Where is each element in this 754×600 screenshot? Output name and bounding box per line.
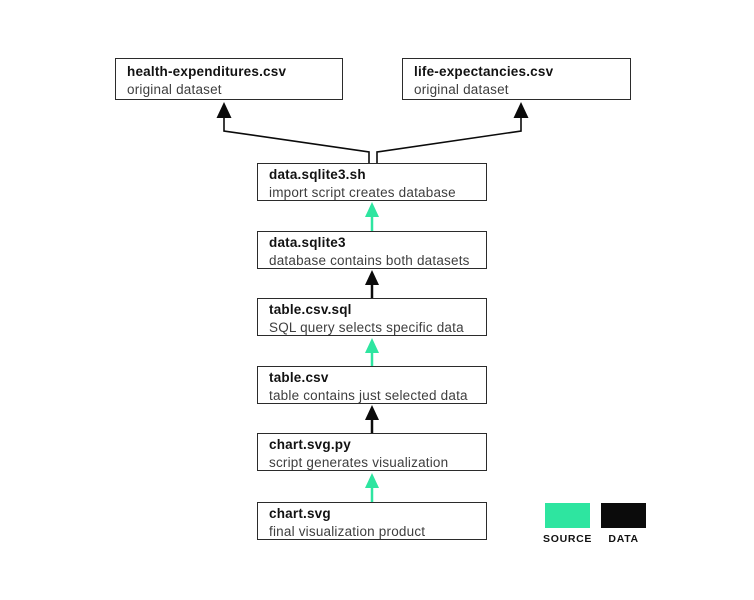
arrow-sqlitesh-to-life: [376, 102, 529, 163]
node-subtitle: table contains just selected data: [269, 388, 468, 403]
node-subtitle: script generates visualization: [269, 455, 449, 470]
arrow-sqlitesh-to-health: [216, 102, 370, 163]
node-subtitle: original dataset: [414, 82, 509, 97]
legend-label-data: DATA: [608, 533, 639, 545]
node-chart-svg-py: chart.svg.py script generates visualizat…: [257, 433, 487, 471]
node-subtitle: database contains both datasets: [269, 253, 470, 268]
node-title: data.sqlite3.sh: [269, 167, 366, 182]
arrow-sqlite-to-sqlitesh: [365, 202, 379, 231]
legend-item-source: SOURCE: [543, 503, 592, 545]
arrow-tablesql-to-sqlite: [365, 270, 379, 298]
node-title: data.sqlite3: [269, 235, 346, 250]
legend-label-source: SOURCE: [543, 533, 593, 545]
node-title: chart.svg: [269, 506, 331, 521]
legend-item-data: DATA: [601, 503, 647, 545]
node-title: health-expenditures.csv: [127, 64, 287, 79]
node-data-sqlite3: data.sqlite3 database contains both data…: [257, 231, 487, 269]
node-health-expenditures-csv: health-expenditures.csv original dataset: [115, 58, 343, 100]
arrow-chartpy-to-tablecsv: [365, 405, 379, 433]
node-title: life-expectancies.csv: [414, 64, 554, 79]
arrow-chartsvg-to-chartpy: [365, 473, 379, 502]
node-subtitle: final visualization product: [269, 524, 426, 539]
node-title: table.csv: [269, 370, 329, 385]
node-subtitle: SQL query selects specific data: [269, 320, 464, 335]
node-table-csv-sql: table.csv.sql SQL query selects specific…: [257, 298, 487, 336]
node-life-expectancies-csv: life-expectancies.csv original dataset: [402, 58, 631, 100]
data-color-swatch: [601, 503, 647, 528]
node-table-csv: table.csv table contains just selected d…: [257, 366, 487, 404]
arrow-tablecsv-to-tablesql: [365, 338, 379, 366]
source-color-swatch: [545, 503, 591, 528]
node-chart-svg: chart.svg final visualization product: [257, 502, 487, 540]
node-subtitle: original dataset: [127, 82, 222, 97]
node-title: chart.svg.py: [269, 437, 351, 452]
node-data-sqlite3-sh: data.sqlite3.sh import script creates da…: [257, 163, 487, 201]
node-subtitle: import script creates database: [269, 185, 456, 200]
legend: SOURCE DATA: [543, 503, 647, 545]
node-title: table.csv.sql: [269, 302, 352, 317]
